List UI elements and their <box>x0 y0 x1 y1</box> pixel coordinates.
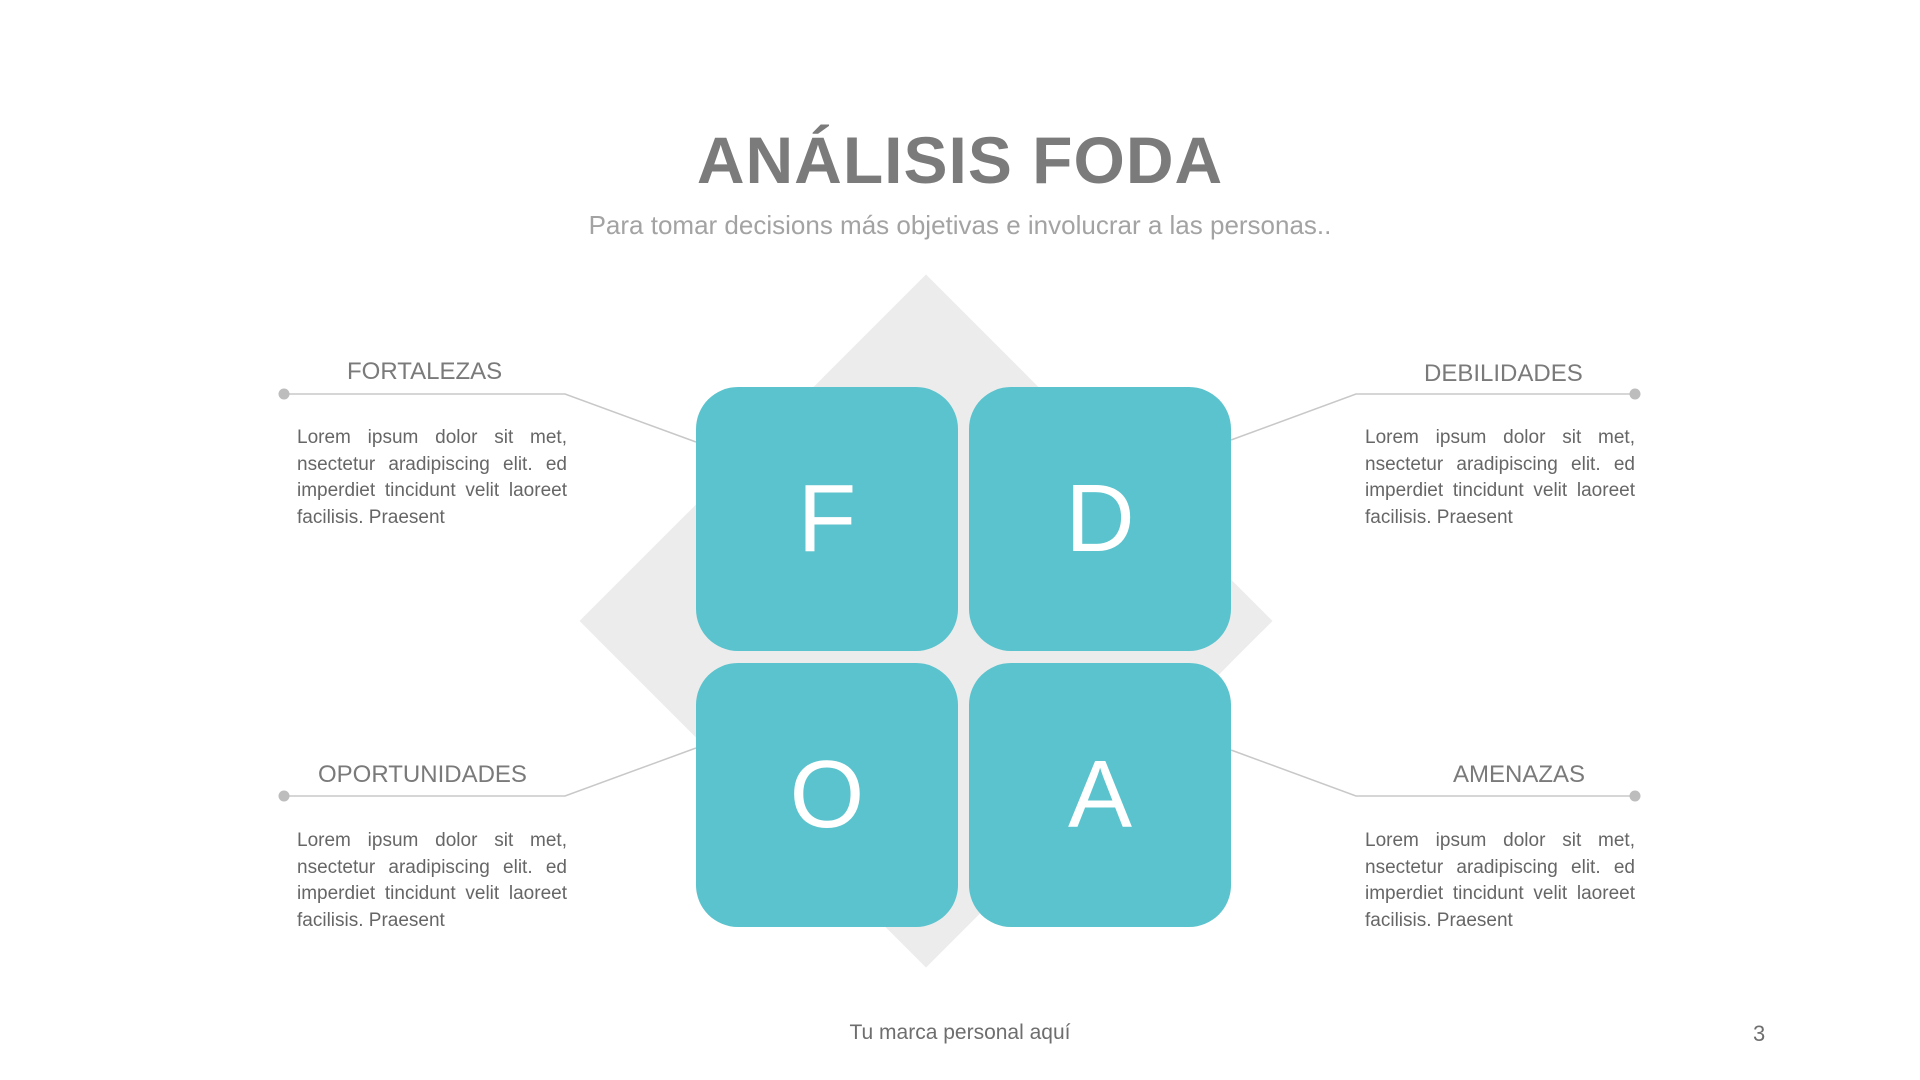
tile-a: A <box>969 663 1231 927</box>
connector-dot-oportunidades <box>278 790 290 802</box>
heading-amenazas: AMENAZAS <box>1453 761 1586 788</box>
connector-dot-fortalezas <box>278 388 290 400</box>
body-oportunidades: Lorem ipsum dolor sit met, nsectetur ara… <box>297 830 567 931</box>
connector-debilidades <box>1230 393 1635 441</box>
tile-d: D <box>969 387 1231 651</box>
connector-oportunidades <box>284 747 697 797</box>
slide-title: ANÁLISIS FODA <box>696 123 1224 197</box>
connector-dot-debilidades <box>1629 388 1641 400</box>
footer-brand: Tu marca personal aquí <box>849 1021 1071 1044</box>
page-number: 3 <box>1753 1021 1766 1046</box>
tile-f: F <box>696 387 958 651</box>
connector-dot-amenazas <box>1629 790 1641 802</box>
body-debilidades: Lorem ipsum dolor sit met, nsectetur ara… <box>1365 427 1635 528</box>
connector-amenazas <box>1230 749 1635 797</box>
heading-fortalezas: FORTALEZAS <box>347 358 503 385</box>
heading-oportunidades: OPORTUNIDADES <box>318 761 527 788</box>
connector-fortalezas <box>284 393 697 443</box>
body-amenazas: Lorem ipsum dolor sit met, nsectetur ara… <box>1365 830 1635 931</box>
heading-debilidades: DEBILIDADES <box>1424 360 1583 387</box>
tile-o: O <box>696 663 958 927</box>
slide-subtitle: Para tomar decisions más objetivas e inv… <box>588 210 1332 240</box>
body-fortalezas: Lorem ipsum dolor sit met, nsectetur ara… <box>297 427 567 528</box>
